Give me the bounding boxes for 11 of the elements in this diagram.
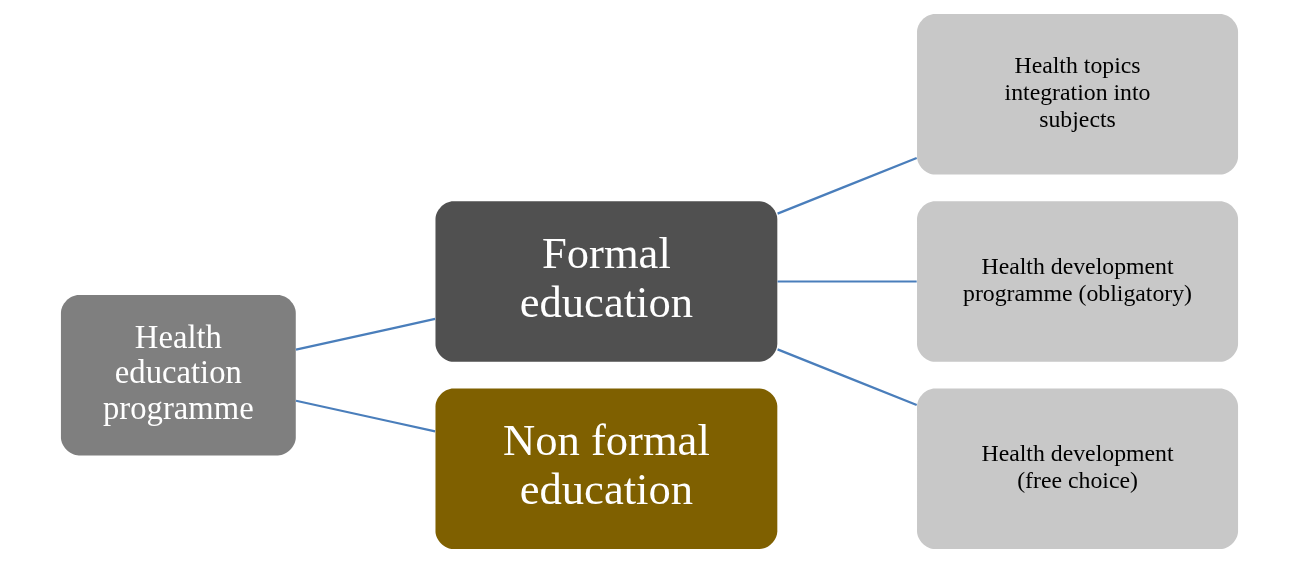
connector xyxy=(295,399,435,433)
node-box: Formal education xyxy=(435,201,777,362)
node-box: Health education programme xyxy=(60,294,296,456)
connector xyxy=(776,348,917,407)
node-box: Health development (free choice) xyxy=(916,388,1238,550)
connector xyxy=(295,317,435,351)
node-box: Health topics integration into subjects xyxy=(916,13,1238,175)
node-box: Health development programme (obligatory) xyxy=(916,201,1238,362)
connector xyxy=(776,156,917,215)
connector xyxy=(777,280,917,283)
node-box: Non formal education xyxy=(435,388,777,550)
